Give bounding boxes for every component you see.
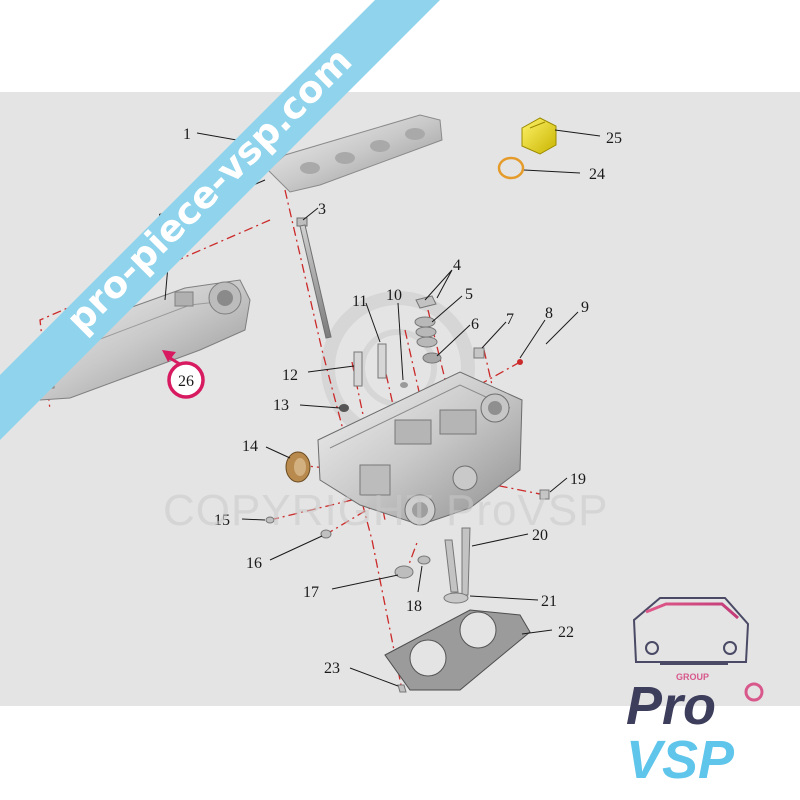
provsp-logo: GROUP Pro VSP [626,597,764,790]
callout-4: 4 [453,257,461,274]
logo-group-text: GROUP [676,672,709,682]
cylinder-head-block [317,371,523,526]
callout-26: 26 [178,373,194,390]
head-bolt [296,217,332,339]
callout-11: 11 [352,293,367,310]
logo-pro-text: Pro [626,676,716,736]
diagram-background [0,92,800,706]
callout-9: 9 [581,299,589,316]
callout-labels: 1 2 3 4 5 6 7 8 9 10 11 12 13 14 15 16 1… [158,126,622,677]
callout-13: 13 [273,397,289,414]
callout-21: 21 [541,593,557,610]
callout-22: 22 [558,624,574,641]
callout-6: 6 [471,316,479,333]
highlight-callout-26: 26 [162,350,205,399]
callout-7: 7 [506,311,514,328]
oil-cap-o-ring [497,156,525,180]
camshaft-carrier [267,114,443,193]
callout-16: 16 [246,555,262,572]
callout-25: 25 [606,130,622,147]
callout-18: 18 [406,598,422,615]
callout-5: 5 [465,286,473,303]
valve-train-parts [339,295,523,412]
lower-small-parts [265,489,550,604]
callout-19: 19 [570,471,586,488]
callout-15: 15 [214,512,230,529]
callout-20: 20 [532,527,548,544]
dowel-pin [397,684,407,693]
callout-14: 14 [242,438,258,455]
callout-10: 10 [386,287,402,304]
oil-seal [285,451,311,483]
oil-filler-cap [521,117,557,155]
logo-vsp-text: VSP [626,730,735,790]
callout-3: 3 [318,201,326,218]
callout-17: 17 [303,584,319,601]
callout-12: 12 [282,367,298,384]
head-gasket [384,609,531,691]
callout-24: 24 [589,166,605,183]
callout-1: 1 [183,126,191,143]
callout-8: 8 [545,305,553,322]
callout-23: 23 [324,660,340,677]
leader-lines [164,129,601,687]
copyright-watermark: COPYRIGHT ProVSP [163,486,609,535]
